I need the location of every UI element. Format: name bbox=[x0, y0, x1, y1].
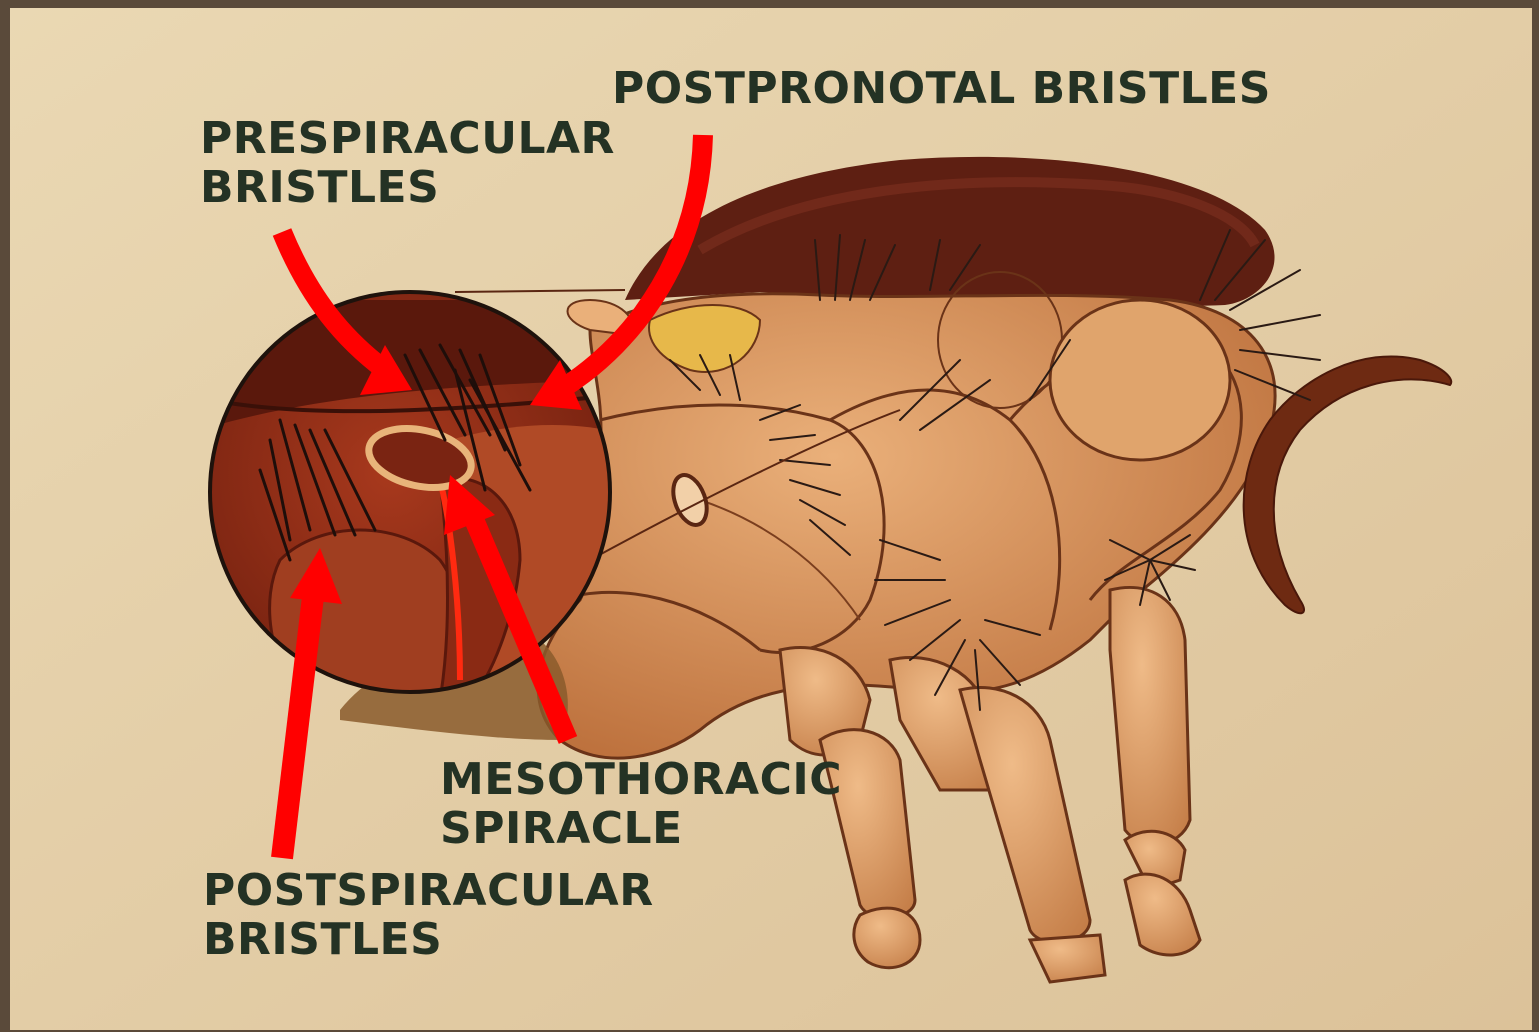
label-line: MESOTHORACIC bbox=[440, 755, 842, 804]
label-line: POSTSPIRACULAR bbox=[203, 866, 654, 915]
label-line: POSTPRONOTAL BRISTLES bbox=[612, 64, 1271, 113]
label-prespiracular-bristles: PRESPIRACULAR BRISTLES bbox=[200, 114, 615, 212]
label-line: BRISTLES bbox=[200, 163, 615, 212]
label-line: PRESPIRACULAR bbox=[200, 114, 615, 163]
label-mesothoracic-spiracle: MESOTHORACIC SPIRACLE bbox=[440, 755, 842, 853]
label-postspiracular-bristles: POSTSPIRACULAR BRISTLES bbox=[203, 866, 654, 964]
label-line: SPIRACLE bbox=[440, 804, 842, 853]
label-postpronotal-bristles: POSTPRONOTAL BRISTLES bbox=[612, 64, 1271, 113]
label-line: BRISTLES bbox=[203, 915, 654, 964]
